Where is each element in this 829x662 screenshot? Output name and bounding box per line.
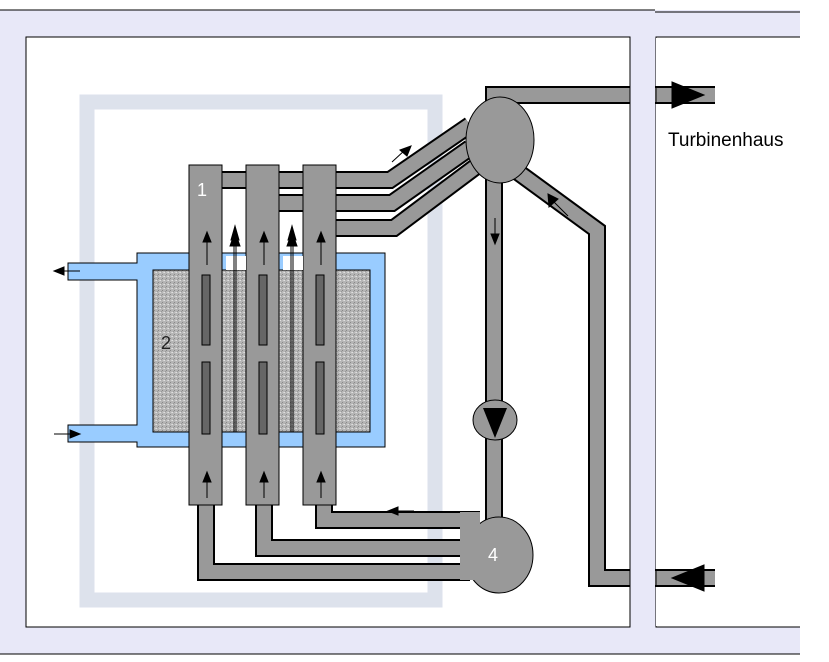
fuel-rod — [201, 274, 211, 346]
arrow-up-icon — [316, 230, 326, 265]
arrow-diag-icon — [547, 193, 569, 217]
flow-arrows — [52, 81, 706, 592]
arrow-up-icon — [286, 224, 298, 247]
arrow-left-icon — [670, 564, 705, 592]
arrow-up-icon — [202, 230, 212, 265]
arrow-left-icon — [52, 266, 80, 276]
arrow-up-icon — [229, 224, 241, 247]
pump-arrow-icon — [483, 408, 507, 438]
graphite-label: 2 — [161, 333, 171, 353]
fuel-rod — [315, 274, 325, 346]
arrow-up-icon — [316, 470, 326, 498]
steam-drum — [465, 96, 535, 184]
turbine-hall-label: Turbinenhaus — [668, 130, 783, 151]
channel-label: 1 — [197, 180, 207, 200]
arrow-diag-icon — [391, 145, 412, 163]
building-walls — [0, 9, 800, 655]
arrow-left-icon — [386, 506, 414, 516]
arrow-up-icon — [202, 470, 212, 498]
arrow-right-icon — [671, 81, 706, 109]
header-label: 4 — [488, 545, 498, 565]
fuel-channels — [188, 164, 337, 506]
fuel-rod — [201, 361, 211, 435]
arrow-up-icon — [259, 470, 269, 498]
arrow-up-icon — [259, 230, 269, 265]
reactor-shield — [79, 94, 443, 608]
fuel-rod — [258, 361, 268, 435]
fuel-rod — [315, 361, 325, 435]
arrow-down-icon — [490, 218, 500, 246]
fuel-rod — [258, 274, 268, 346]
arrow-right-icon — [54, 429, 82, 439]
